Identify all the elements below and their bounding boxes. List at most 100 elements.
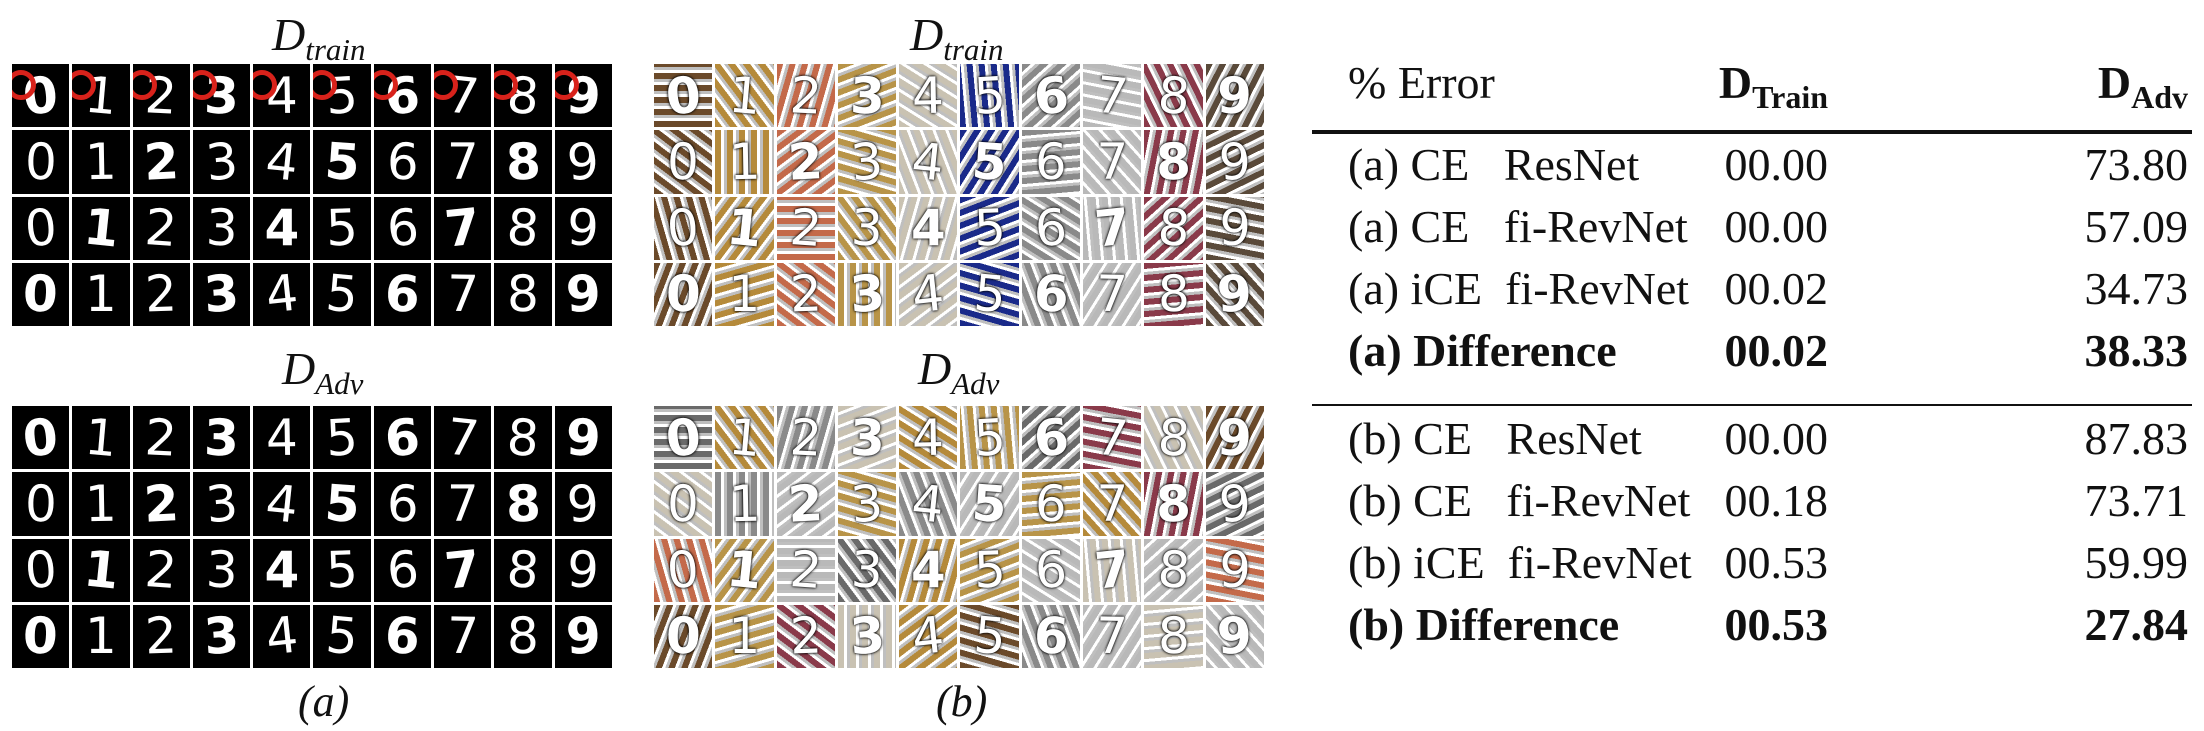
table-cell-train: 00.53 (1724, 599, 1829, 650)
header-rule (1312, 130, 2192, 134)
digit-cell: 9 (1205, 196, 1264, 260)
digit-glyph: 0 (24, 474, 58, 534)
digit-cell: 1 (715, 472, 774, 536)
digit-cell: 2 (776, 406, 835, 470)
title-main: D (910, 9, 944, 60)
digit-glyph: 7 (446, 265, 480, 324)
digit-glyph: 4 (265, 408, 299, 467)
digit-cell: 5 (960, 406, 1019, 470)
digit-glyph: 7 (1096, 132, 1129, 191)
digit-glyph: 9 (1215, 606, 1254, 667)
table-cell-label: (b) CE ResNet (1348, 413, 1642, 464)
digit-glyph: 1 (82, 407, 120, 468)
table-cell-adv: 73.71 (2084, 475, 2189, 526)
digit-cell: 9 (554, 64, 612, 128)
digit-glyph: 7 (1093, 65, 1132, 127)
header-d-adv: DAdv (2098, 56, 2188, 116)
digit-cell: 6 (1021, 262, 1081, 326)
digit-cell: 5 (313, 64, 371, 128)
digit-cell: 1 (72, 472, 130, 536)
marker-circle (494, 70, 519, 100)
digit-glyph: 4 (910, 541, 946, 600)
digit-glyph: 1 (724, 539, 765, 601)
table-cell-adv: 59.99 (2084, 537, 2189, 588)
digit-cell: 7 (1083, 604, 1142, 668)
digit-cell: 1 (715, 262, 774, 326)
digit-cell: 3 (837, 262, 897, 326)
digit-glyph: 4 (262, 131, 301, 193)
digit-cell: 3 (192, 604, 251, 668)
table-cell-label: (a) CE ResNet (1348, 139, 1640, 190)
title-main: D (918, 343, 952, 394)
digit-glyph: 9 (564, 606, 603, 667)
digit-glyph: 1 (84, 132, 118, 192)
marker-circle (373, 70, 398, 100)
digit-glyph: 3 (202, 264, 241, 325)
digit-cell: 5 (960, 604, 1019, 668)
digit-cell: 0 (654, 64, 713, 128)
digit-glyph: 0 (664, 264, 702, 324)
group-separator-rule (1312, 404, 2192, 406)
digit-glyph: 0 (664, 606, 702, 666)
marker-circle (72, 70, 97, 100)
digit-glyph: 9 (564, 264, 603, 325)
digit-glyph: 8 (1157, 265, 1190, 324)
digit-glyph: 2 (144, 606, 179, 666)
digit-cell: 1 (72, 64, 130, 128)
digit-glyph: 3 (202, 606, 241, 667)
digit-cell: 5 (960, 538, 1019, 602)
digit-cell: 9 (1205, 538, 1264, 602)
digit-cell: 0 (654, 406, 713, 470)
digit-glyph: 2 (143, 407, 179, 468)
digit-glyph: 4 (909, 263, 948, 325)
digit-glyph: 4 (909, 131, 948, 193)
digit-cell: 9 (554, 538, 612, 602)
digit-glyph: 6 (383, 264, 422, 325)
digit-glyph: 3 (204, 198, 239, 258)
digit-cell: 2 (132, 196, 190, 260)
digit-cell: 6 (1021, 406, 1081, 470)
digit-glyph: 3 (847, 606, 887, 667)
digit-cell: 4 (253, 604, 311, 668)
digit-cell: 8 (1144, 262, 1203, 326)
digit-glyph: 5 (325, 198, 360, 258)
marker-circle (12, 70, 36, 100)
digit-glyph: 4 (911, 408, 945, 467)
digit-cell: 5 (313, 406, 371, 470)
digit-cell: 9 (1205, 604, 1264, 668)
digit-cell: 0 (12, 262, 70, 326)
table-cell-train: 00.02 (1724, 263, 1829, 314)
digit-glyph: 8 (504, 474, 542, 534)
digit-glyph: 0 (20, 406, 61, 469)
digit-cell: 8 (494, 64, 552, 128)
digit-cell: 4 (253, 196, 311, 260)
digit-glyph: 3 (203, 131, 240, 193)
digit-glyph: 3 (203, 473, 240, 535)
digit-glyph: 3 (849, 408, 885, 467)
digit-glyph: 6 (382, 407, 423, 469)
table-cell-adv: 73.80 (2084, 139, 2189, 190)
digit-glyph: 8 (504, 197, 542, 259)
digit-cell: 4 (899, 406, 958, 470)
digit-cell: 6 (373, 604, 432, 668)
digit-glyph: 2 (788, 606, 823, 666)
digit-glyph: 9 (565, 540, 601, 600)
digit-cell: 3 (837, 196, 897, 260)
digit-cell: 9 (1205, 130, 1264, 194)
digit-glyph: 6 (1033, 198, 1069, 259)
digit-glyph: 4 (909, 605, 948, 667)
digit-cell: 4 (899, 604, 958, 668)
digit-glyph: 3 (850, 198, 884, 258)
digit-cell: 1 (72, 538, 130, 602)
digit-glyph: 3 (847, 264, 887, 325)
digit-cell: 8 (494, 472, 552, 536)
digit-glyph: 5 (322, 473, 362, 535)
digit-cell: 1 (72, 196, 130, 260)
digit-glyph: 2 (787, 198, 824, 259)
digit-cell: 5 (960, 472, 1019, 536)
digit-glyph: 0 (664, 539, 702, 601)
digit-glyph: 7 (1095, 265, 1129, 324)
